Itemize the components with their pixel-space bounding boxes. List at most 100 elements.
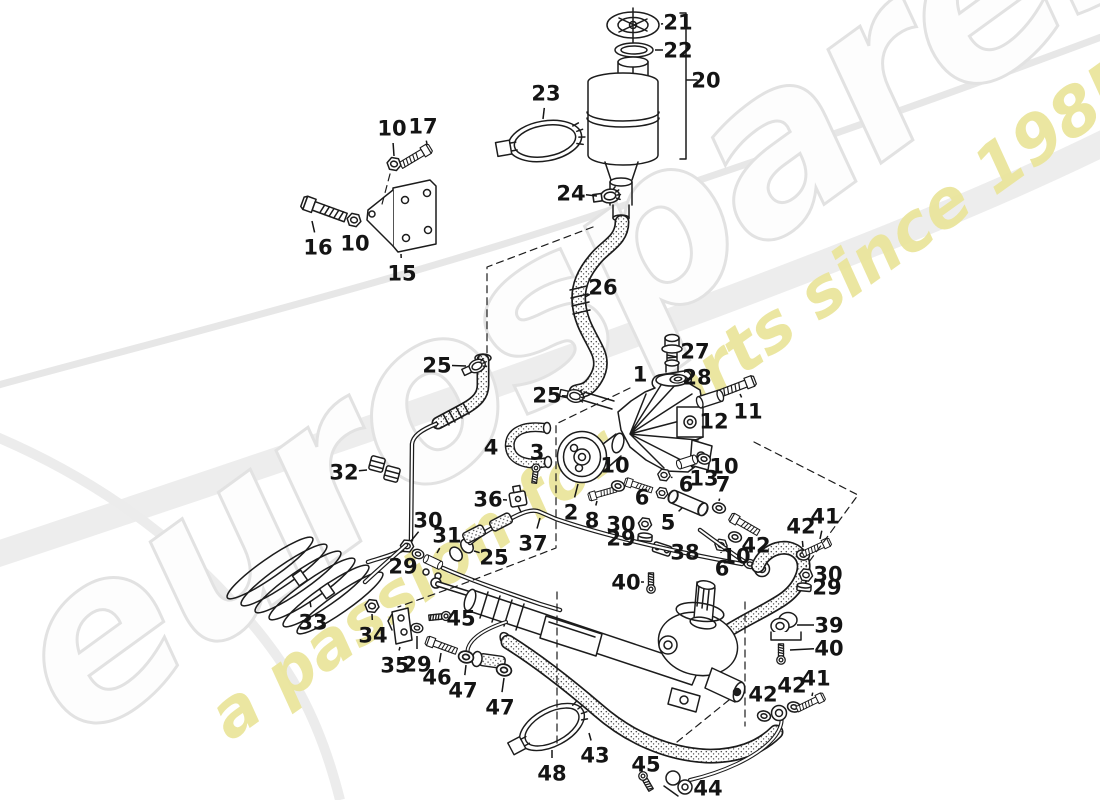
nut-30a [636,516,654,532]
leader-line-24 [585,193,598,197]
part-number-25: 25 [422,353,451,377]
leader-line-11 [739,393,743,398]
leader-line-43 [588,732,592,741]
part-number-26: 26 [588,275,617,299]
part-number-36: 36 [473,487,502,511]
part-number-10: 10 [709,454,738,478]
part-number-10: 10 [377,116,406,140]
part-number-25: 25 [479,545,508,569]
part-number-41: 41 [810,504,839,528]
part-number-40: 40 [611,570,640,594]
nut-29a [637,531,654,543]
washer-7 [710,500,728,516]
part-number-24: 24 [556,181,585,205]
washer-47b [494,661,514,679]
part-number-20: 20 [691,68,720,92]
part-number-10: 10 [340,231,369,255]
part-number-31: 31 [432,523,461,547]
leader-line-42 [801,540,804,548]
leader-line-41 [811,692,814,697]
leader-line-10 [392,142,395,157]
part-number-29: 29 [606,526,635,550]
part-number-2: 2 [564,500,579,524]
part-number-29: 29 [388,554,417,578]
flare-nut-25c [449,546,463,562]
part-number-46: 46 [422,665,451,689]
pipe-work [365,353,745,613]
bottom-pressure-pipe [636,691,827,797]
part-number-21: 21 [663,10,692,34]
part-number-23: 23 [531,81,560,105]
nut-29b [796,581,813,593]
diagram-line-art [226,7,859,797]
bolt-40b [776,643,786,665]
pinion-housing [657,580,746,713]
part-number-25: 25 [532,383,561,407]
part-number-10: 10 [721,544,750,568]
part-number-35: 35 [380,653,409,677]
part-number-37: 37 [518,531,547,555]
leader-line-23 [542,107,546,120]
part-number-41: 41 [801,666,830,690]
part-number-4: 4 [484,435,499,459]
part-number-8: 8 [585,508,600,532]
swoosh-curve-top [0,33,1100,389]
part-number-17: 17 [408,114,437,138]
pump-body [617,370,704,473]
part-number-42: 42 [777,673,806,697]
swoosh-curve-left [0,432,345,800]
part-number-30: 30 [606,512,635,536]
clamp-44 [663,770,693,797]
hose-4 [504,421,553,485]
steering-rack-assembly [424,577,746,713]
part-number-48: 48 [537,761,566,785]
leader-line-33 [309,600,312,608]
pulley-2 [556,430,625,484]
nut-5a [654,486,670,500]
leader-line-35 [398,646,401,651]
part-number-43: 43 [580,743,609,767]
bolt-41a [800,536,833,559]
part-number-5: 5 [661,510,676,534]
part-number-30: 30 [813,562,842,586]
part-number-3: 3 [530,440,545,464]
part-number-1: 1 [633,362,648,386]
part-number-10: 10 [600,453,629,477]
leader-line-26 [584,293,591,298]
part-number-32: 32 [329,460,358,484]
part-number-34: 34 [358,623,387,647]
part-number-42: 42 [786,514,815,538]
part-number-6: 6 [635,485,650,509]
cooler-coil-33 [226,536,452,645]
swoosh-curve-mid [0,130,1100,568]
leader-line-7 [718,498,721,502]
supply-hose-26 [558,214,630,410]
leader-line-8 [595,500,598,506]
part-number-12: 12 [699,409,728,433]
bolt-17 [397,142,434,171]
washer-42c [755,709,773,723]
part-number-42: 42 [741,533,770,557]
leader-line-16 [311,220,316,233]
reservoir-cap [606,11,660,39]
banjo-fitting-bottom [770,704,788,722]
part-number-45: 45 [446,606,475,630]
part-number-6: 6 [679,472,694,496]
part-number-45: 45 [631,752,660,776]
part-number-11: 11 [733,399,762,423]
reservoir-gasket [614,42,654,58]
washer-10e [726,529,744,545]
construction-lines [397,226,859,746]
part-number-39: 39 [814,613,843,637]
part-number-7: 7 [716,472,731,496]
bolt-16 [299,194,349,225]
part-number-29: 29 [812,575,841,599]
reservoir-body [587,72,659,166]
part-number-30: 30 [413,508,442,532]
leader-line-47 [464,664,467,676]
part-number-47: 47 [485,695,514,719]
leader-line-47 [501,677,505,693]
part-number-42: 42 [748,682,777,706]
leader-line-25 [451,364,467,367]
